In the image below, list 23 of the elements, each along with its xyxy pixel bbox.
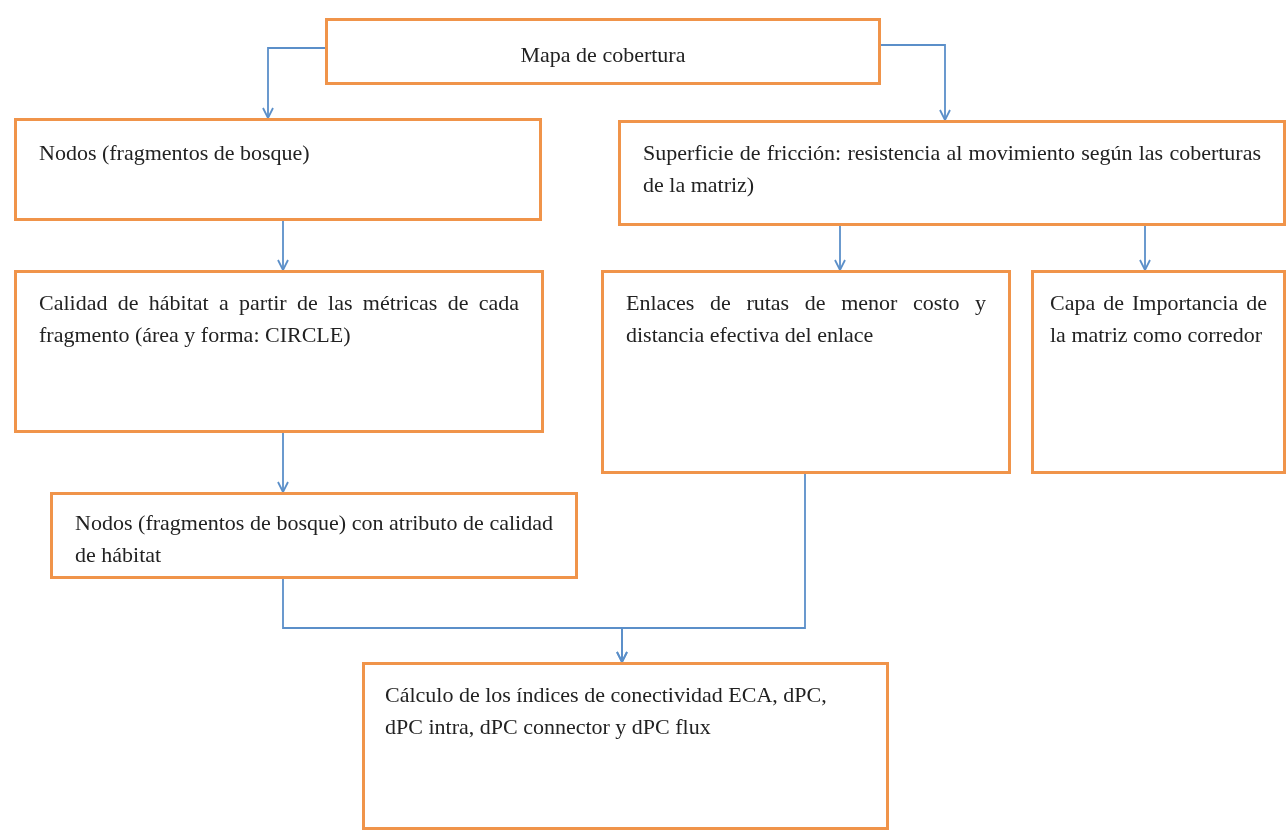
arrow — [880, 44, 951, 121]
process-box — [325, 18, 881, 85]
arrow — [616, 473, 806, 663]
box-text: Cálculo de los índices de conectividad ECA, dPC, dPC intra, dPC connector y dPC flux — [385, 681, 828, 741]
box-text: Superficie de fricción: resistencia al movimiento según las coberturas de la matriz) — [643, 139, 1261, 199]
box-text: Capa de Importancia de la matriz como corredor — [1050, 289, 1267, 349]
arrow — [262, 47, 326, 119]
process-box — [50, 492, 578, 579]
process-box — [618, 120, 1286, 226]
process-box — [362, 662, 889, 830]
arrow — [1139, 225, 1151, 271]
process-box — [601, 270, 1011, 474]
box-text: Enlaces de rutas de menor costo y distancia efectiva del enlace — [626, 289, 986, 349]
box-text: Calidad de hábitat a partir de las métricas de cada fragmento (área y forma: CIRCLE) — [39, 289, 519, 349]
process-box — [14, 270, 544, 433]
box-text: Nodos (fragmentos de bosque) — [39, 139, 311, 167]
arrow — [277, 432, 289, 493]
process-box — [1031, 270, 1286, 474]
arrow — [834, 225, 846, 271]
arrow — [277, 220, 289, 271]
box-text: Nodos (fragmentos de bosque) con atributo de calidad de hábitat — [75, 509, 553, 569]
process-box — [14, 118, 542, 221]
box-text: Mapa de cobertura — [519, 41, 687, 69]
